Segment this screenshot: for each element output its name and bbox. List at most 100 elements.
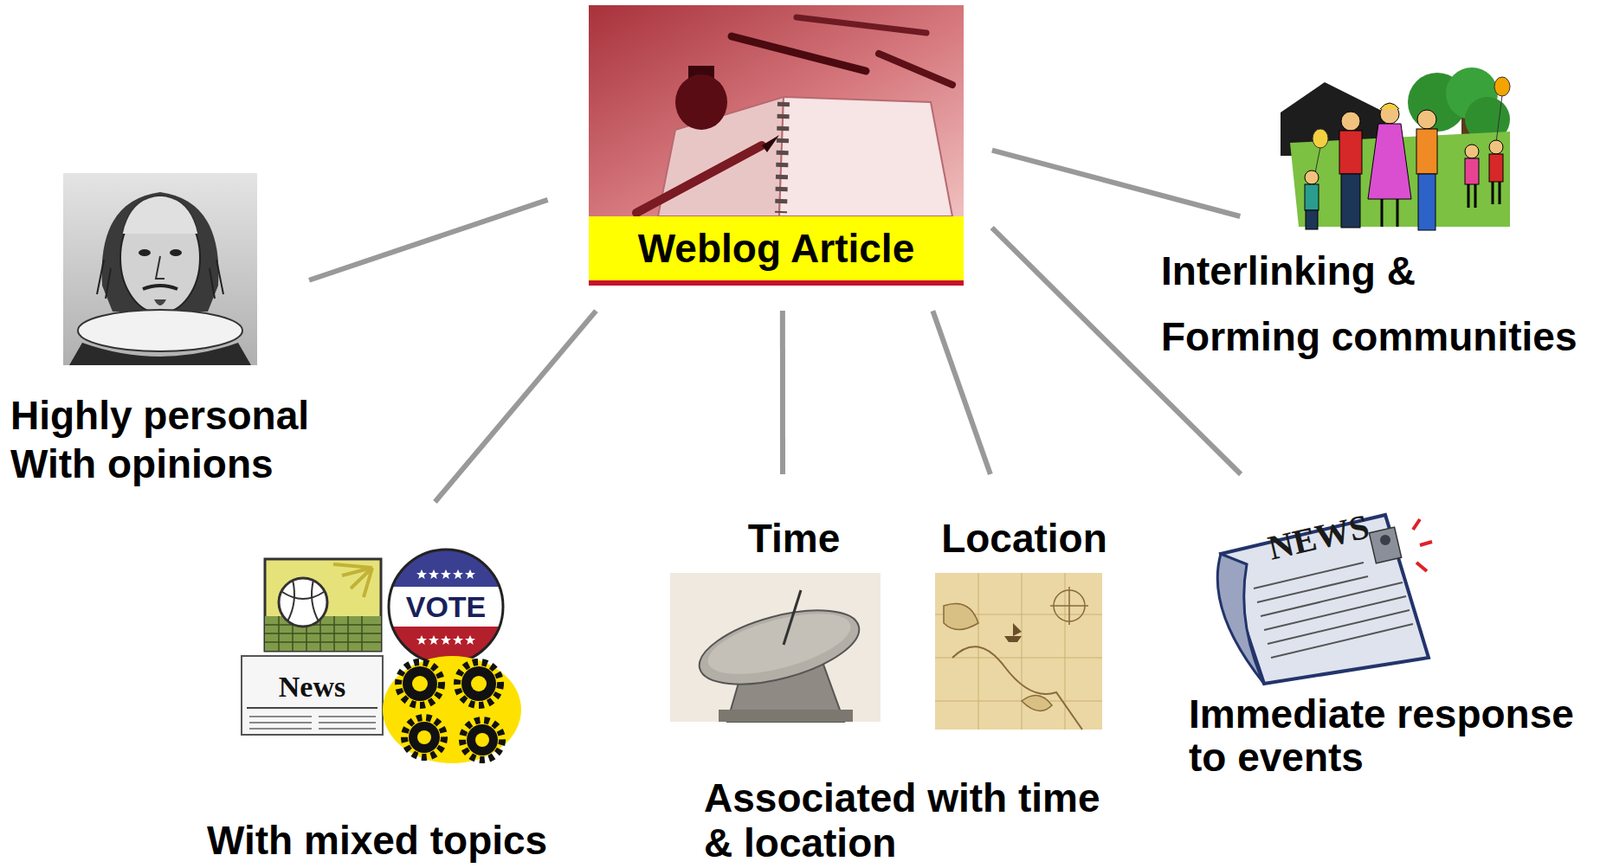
bar-edge [588,280,964,286]
community-clipart [1492,181,1500,205]
text-line: Forming communities [1161,303,1577,370]
vote-badge [452,569,464,580]
weblog-photo [636,145,762,213]
connector-line [932,310,990,475]
community-clipart [1416,129,1438,175]
newspaper-icon [241,656,383,736]
portrait-engraving [142,285,178,290]
label-box: VOTE [390,587,502,627]
volleyball-icon [282,580,324,622]
topic-node: Highly personal With opinions [10,173,310,489]
weblog-photo [761,135,780,153]
node-text: Immediate response to events [1188,692,1575,780]
node-text: Location [935,514,1114,563]
sundial-picture [670,573,881,723]
topic-node: Location [935,474,1114,563]
vote-badge [387,548,505,666]
text-line: Immediate response [1188,692,1575,736]
money-gears-icon [412,676,428,692]
money-gears-icon [382,656,522,764]
vote-badge [428,569,439,580]
money-gears-icon [461,666,497,702]
money-gears-icon [382,656,522,764]
community-clipart [1418,174,1436,231]
money-gears-icon [462,720,503,761]
community-clipart [1341,111,1361,131]
money-gears-icon [402,666,438,702]
connector-line [992,150,1240,217]
rolled-newspaper [1412,519,1433,572]
sundial-picture [670,573,881,723]
portrait-engraving [138,249,151,257]
vote-badge [440,569,452,580]
topic-node: Immediate response to events [1188,474,1575,780]
label-box: NEWS [1260,505,1376,569]
money-gears-icon [475,733,490,748]
sundial-picture [702,601,858,687]
vote-badge [464,635,476,646]
weblog-photo [675,74,728,130]
community-clipart [1380,103,1400,110]
money-gears-icon [408,722,440,754]
weblog-photo [780,102,784,213]
text-line: With opinions [10,439,310,489]
map-picture [952,646,1083,730]
topic-node: Time [737,474,851,563]
weblog-photo [796,17,927,33]
vote-badge [428,635,439,646]
label-box: Associated with time & location [703,775,1101,866]
vote-badge [464,569,476,580]
vote-badge [388,549,504,665]
weblog-photo [588,5,964,217]
community-clipart [1464,144,1479,159]
portrait-engraving [169,249,182,257]
portrait-engraving [69,342,252,366]
community-clipart [1304,184,1319,211]
community-clipart [1489,140,1504,155]
badge-text: VOTE [390,587,502,627]
community-clipart [1417,109,1437,130]
portrait-engraving [96,259,224,299]
sundial-picture [691,596,867,700]
text-line: to events [1188,735,1575,780]
sundial-picture [783,590,801,646]
community-clipart [1280,67,1510,231]
money-gears-icon [398,662,442,706]
label-box: News [241,669,383,706]
money-gears-icon [470,676,487,692]
community-clipart [1312,129,1329,149]
map-picture [943,604,979,631]
community-clipart [1367,123,1412,200]
node-text: Time [737,514,851,563]
community-clipart [1305,210,1318,230]
rolled-newspaper [1217,554,1265,684]
masthead-text: News [241,669,383,706]
map-picture [1004,623,1022,643]
community-clipart [1468,184,1476,208]
volleyball-icon [278,578,328,627]
node-text: Weblog Article [588,216,964,281]
newspaper-icon [246,707,378,710]
portrait-engraving [77,309,243,352]
money-gears-icon [404,717,445,758]
node-text: Highly personal With opinions [10,391,310,489]
weblog-photo [588,5,964,217]
weblog-photo [779,96,953,217]
text-line: Associated with time [703,775,1101,821]
topic-node: With mixed topics [206,502,548,863]
masthead-text: NEWS [1260,505,1376,569]
vote-badge [416,635,427,646]
community-clipart [1341,174,1361,228]
map-picture [935,573,1103,730]
map-picture [935,573,1103,730]
caption-text: Associated with time & location [703,775,1101,866]
community-clipart [1339,130,1362,175]
money-gears-icon [457,662,501,706]
volleyball-icon [333,564,373,598]
vote-badge [387,587,505,627]
community-clipart [1494,77,1510,97]
rolled-newspaper [1380,535,1391,546]
volleyball-icon [264,616,381,652]
connector-line [780,310,786,475]
text-line: Interlinking & [1161,238,1577,304]
